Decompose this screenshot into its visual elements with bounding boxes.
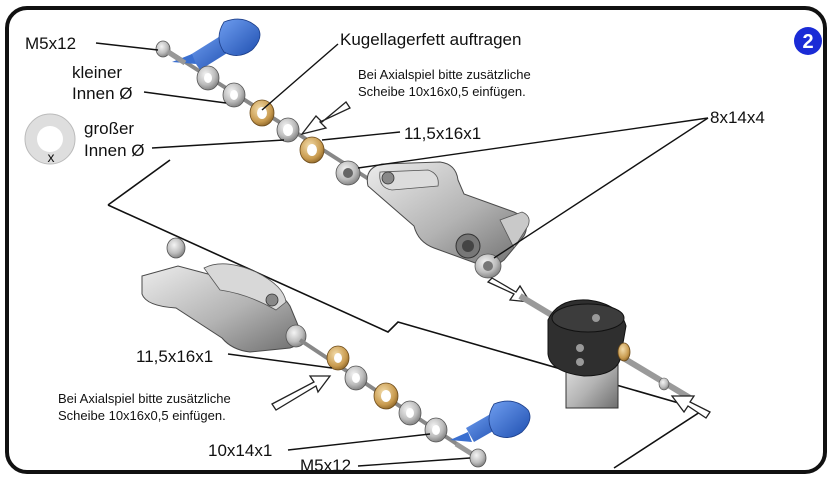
assembly-outline [107, 204, 705, 469]
label-axialspiel-top-1: Bei Axialspiel bitte zusätzliche [358, 67, 531, 82]
blade-grip-lower [141, 237, 307, 353]
bolt-m5x12-bottom [454, 441, 487, 468]
label-washer-top: 11,5x16x1 [404, 124, 481, 143]
label-axialspiel-bottom-1: Bei Axialspiel bitte zusätzliche [58, 391, 231, 406]
label-m5x12-top: M5x12 [25, 34, 76, 53]
thread-lock-bottle-bottom [450, 400, 531, 442]
label-kleiner: kleiner [72, 63, 122, 82]
label-axialspiel-bottom-2: Scheibe 10x16x0,5 einfügen. [58, 408, 226, 423]
label-m5x12-bottom: M5x12 [300, 456, 351, 475]
step-badge [794, 27, 822, 55]
insert-arrow-bottom [271, 375, 332, 411]
insert-arrow-top [300, 101, 351, 136]
thread-lock-bottle-top [172, 18, 261, 70]
label-bearing-8x14x4: 8x14x4 [710, 108, 765, 127]
label-axialspiel-top-2: Scheibe 10x16x0,5 einfügen. [358, 84, 526, 99]
label-washer-bottom: 11,5x16x1 [136, 347, 213, 366]
insert-arrow-mid [486, 277, 532, 303]
rotor-head-center [547, 299, 631, 409]
insert-arrow-right [670, 395, 711, 419]
label-grosser-innen: Innen Ø [84, 141, 145, 160]
label-washer-10x14x1: 10x14x1 [208, 441, 272, 460]
label-grosser: großer [84, 119, 134, 138]
svg-text:x: x [48, 149, 55, 165]
bolt-m5x12-top [155, 40, 187, 66]
washer-legend-icon: x [24, 113, 76, 165]
assembly-outline-top [107, 159, 171, 206]
step-badge-number: 2 [802, 31, 813, 53]
label-kleiner-innen: Innen Ø [72, 84, 133, 103]
label-kugellagerfett: Kugellagerfett auftragen [340, 30, 521, 49]
